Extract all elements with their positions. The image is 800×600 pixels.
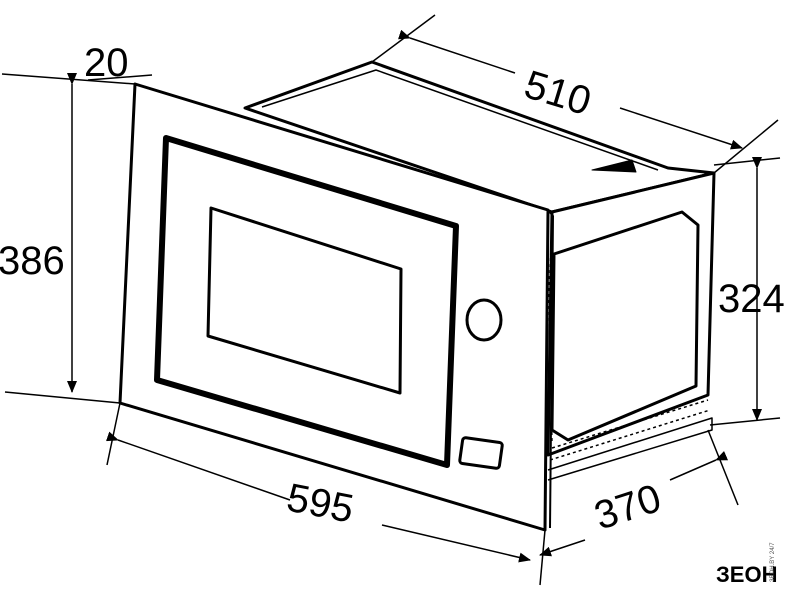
dim-body-width: 510 [519, 63, 596, 125]
microwave-body [118, 60, 716, 532]
dimension-labels: 20 386 510 324 595 370 [0, 41, 785, 539]
dim-frame-depth: 20 [84, 41, 129, 85]
body-top-inner-edge [261, 69, 659, 171]
logo-tagline: ЗЕОН.BY 24/7 [770, 542, 776, 582]
control-knob-icon [465, 298, 503, 342]
dim-body-height: 324 [718, 277, 785, 321]
dim-body-depth: 370 [589, 476, 666, 538]
dim-total-width: 595 [283, 476, 357, 532]
dim-total-height: 386 [0, 239, 65, 283]
side-panel [550, 210, 700, 442]
dimension-lines [1, 14, 781, 586]
top-vent-icon [591, 159, 637, 173]
zeon-logo: ЗЕОН ЗЕОН.BY 24/7 [716, 542, 777, 587]
front-frame-edge [547, 209, 554, 529]
logo-brand: ЗЕОН [716, 562, 777, 587]
door-window-outer [154, 135, 459, 468]
door-window-inner [206, 206, 403, 395]
door-open-button-icon [458, 436, 504, 470]
side-base [547, 417, 713, 481]
